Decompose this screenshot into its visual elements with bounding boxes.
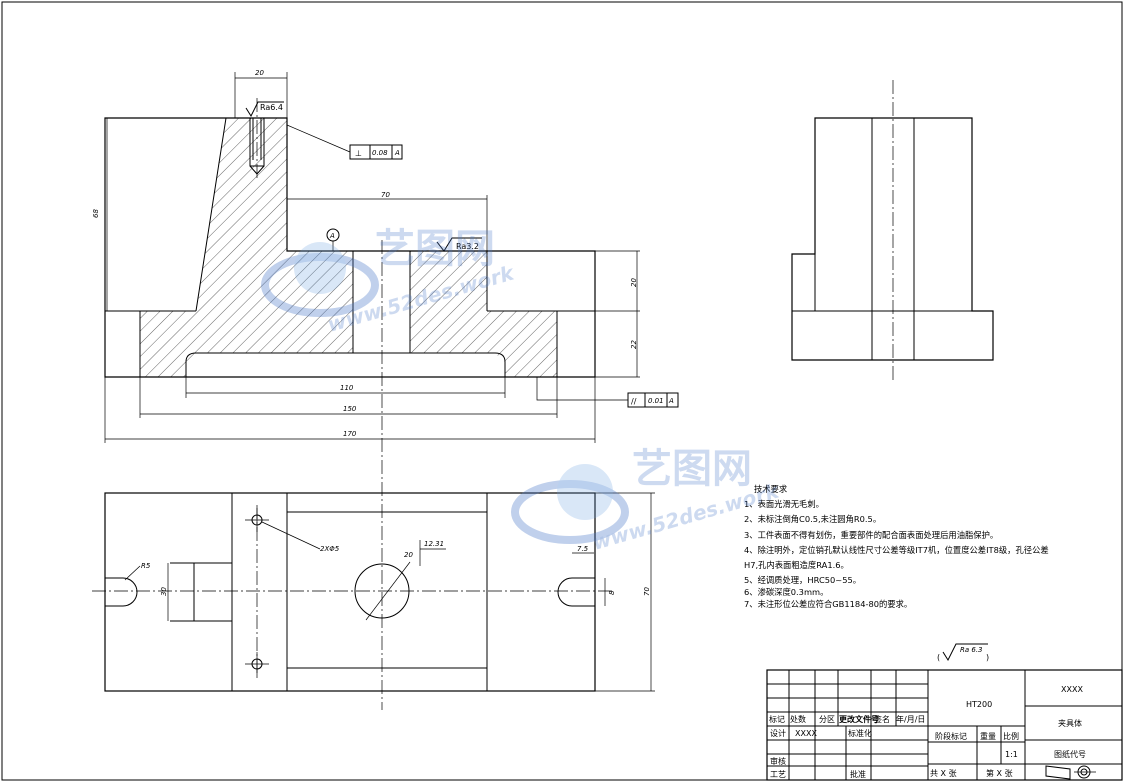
dim-upper-width: 70 — [381, 191, 390, 199]
header-mark: 标记 — [769, 714, 785, 724]
process-label: 工艺 — [770, 770, 786, 779]
general-roughness: ( Ra 6.3 ) — [937, 643, 989, 662]
scale-label: 比例 — [1003, 731, 1019, 741]
dim-slot-r: 7.5 — [577, 545, 589, 553]
roughness-2: Ra3.2 — [456, 242, 479, 251]
dim-overall-width: 170 — [343, 430, 357, 438]
design-label: 设计 — [770, 728, 786, 738]
sheets-total: 共 X 张 — [930, 769, 957, 778]
projection-cone — [1045, 765, 1071, 780]
tol-par-datum: A — [668, 397, 674, 405]
section-hatch — [140, 118, 353, 377]
top-view: 30 R5 2XΦ5 20 12.31 7.5 8 70 — [92, 492, 655, 692]
weight-label: 重量 — [980, 731, 996, 741]
bottom-recess — [185, 352, 506, 377]
note-line: H7,孔内表面粗造度RA1.6。 — [744, 560, 849, 570]
note-line: 1、表面光滑无毛刺。 — [744, 499, 824, 509]
datum-label: A — [329, 232, 335, 240]
tol-par-symbol: // — [631, 397, 637, 406]
dim-slot-width: 30 — [160, 587, 168, 596]
dim-offset: 12.31 — [424, 540, 444, 548]
title-block: 标记 处数 分区 更改文件号 签名 年/月/日 设计 XXXX 标准化 审核 工… — [766, 669, 1123, 781]
dim-circle: 20 — [404, 551, 413, 559]
projection-symbol-icon — [1045, 765, 1096, 780]
design-name: XXXX — [795, 729, 817, 738]
dim-leader — [261, 521, 321, 550]
scale-value: 1:1 — [1005, 750, 1018, 759]
stage-label: 阶段标记 — [935, 731, 967, 741]
dim-slot-h: 8 — [608, 590, 616, 595]
top-outline — [104, 492, 596, 692]
header-docno: 更改文件号 — [839, 714, 879, 724]
standard-label: 标准化 — [848, 728, 872, 738]
tol-perp-symbol: ⊥ — [355, 149, 362, 158]
tol-perp-value: 0.08 — [372, 149, 388, 157]
note-line: 7、未注形位公差应符合GB1184-80的要求。 — [744, 599, 912, 609]
dim-width-top: 20 — [255, 69, 264, 77]
company: XXXX — [1061, 685, 1083, 694]
dim-height: 70 — [643, 587, 651, 596]
sheet-no: 第 X 张 — [986, 768, 1013, 778]
dim-height-upper: 20 — [630, 278, 638, 287]
technical-notes: 技术要求 1、表面光滑无毛刺。 2、未标注倒角C0.5,未注圆角R0.5。 3、… — [744, 484, 1049, 609]
note-line: 4、除注明外，定位销孔默认线性尺寸公差等级IT7机，位置度公差IT8级，孔径公差 — [744, 545, 1049, 555]
tol-frame-par — [627, 392, 679, 408]
header-count: 处数 — [790, 714, 806, 724]
tol-perp-datum: A — [394, 149, 400, 157]
roughness-symbol — [942, 643, 988, 662]
header-date: 年/月/日 — [896, 714, 925, 724]
note-line: 2、未标注倒角C0.5,未注圆角R0.5。 — [744, 514, 881, 524]
note-line: 3、工件表面不得有划伤，重要部件的配合面表面处理后用油脂保护。 — [744, 530, 998, 540]
watermark-logo-icon — [511, 464, 629, 544]
dim-leader — [124, 565, 141, 581]
header-sign: 签名 — [874, 714, 890, 724]
watermark-brand: 艺图网 — [375, 226, 495, 272]
roughness-symbol — [245, 101, 284, 118]
tol-frame-perp — [349, 144, 403, 160]
tol-leader — [286, 124, 351, 153]
roughness-symbol — [436, 237, 482, 252]
notes-title: 技术要求 — [754, 484, 788, 494]
tol-leader — [536, 377, 628, 401]
dim-inner-width: 110 — [340, 384, 354, 392]
edge-line — [195, 117, 227, 312]
note-line: 6、渗碳深度0.3mm。 — [744, 587, 828, 597]
dim-holes: 2XΦ5 — [320, 545, 340, 553]
title-block-frame — [766, 669, 1123, 781]
dim-leader — [365, 561, 411, 621]
right-slot — [557, 577, 595, 607]
material: HT200 — [966, 700, 992, 709]
dim-height-lower: 22 — [630, 340, 638, 349]
tol-par-value: 0.01 — [648, 397, 664, 405]
paren-open: ( — [937, 653, 940, 662]
header-zone: 分区 — [819, 715, 835, 724]
part-name: 夹具体 — [1058, 718, 1082, 728]
roughness-1: Ra6.4 — [260, 103, 283, 112]
side-view — [791, 80, 994, 380]
review-label: 审核 — [770, 756, 786, 766]
section-hatch — [410, 251, 557, 377]
approve-label: 批准 — [850, 769, 866, 779]
drawing-no-label: 图纸代号 — [1054, 749, 1086, 759]
front-view: 20 68 70 20 22 110 150 170 A Ra — [92, 69, 679, 710]
dim-mid-width: 150 — [343, 405, 357, 413]
paren-close: ) — [986, 653, 989, 662]
general-roughness-value: Ra 6.3 — [960, 646, 983, 654]
watermark-logo-icon — [261, 242, 379, 317]
dim-height-total: 68 — [92, 209, 100, 218]
note-line: 5、经调质处理，HRC50~55。 — [744, 575, 861, 585]
side-outline — [791, 117, 994, 361]
watermark-brand: 艺图网 — [632, 446, 752, 492]
dim-radius: R5 — [141, 562, 151, 570]
left-slot — [105, 577, 138, 607]
